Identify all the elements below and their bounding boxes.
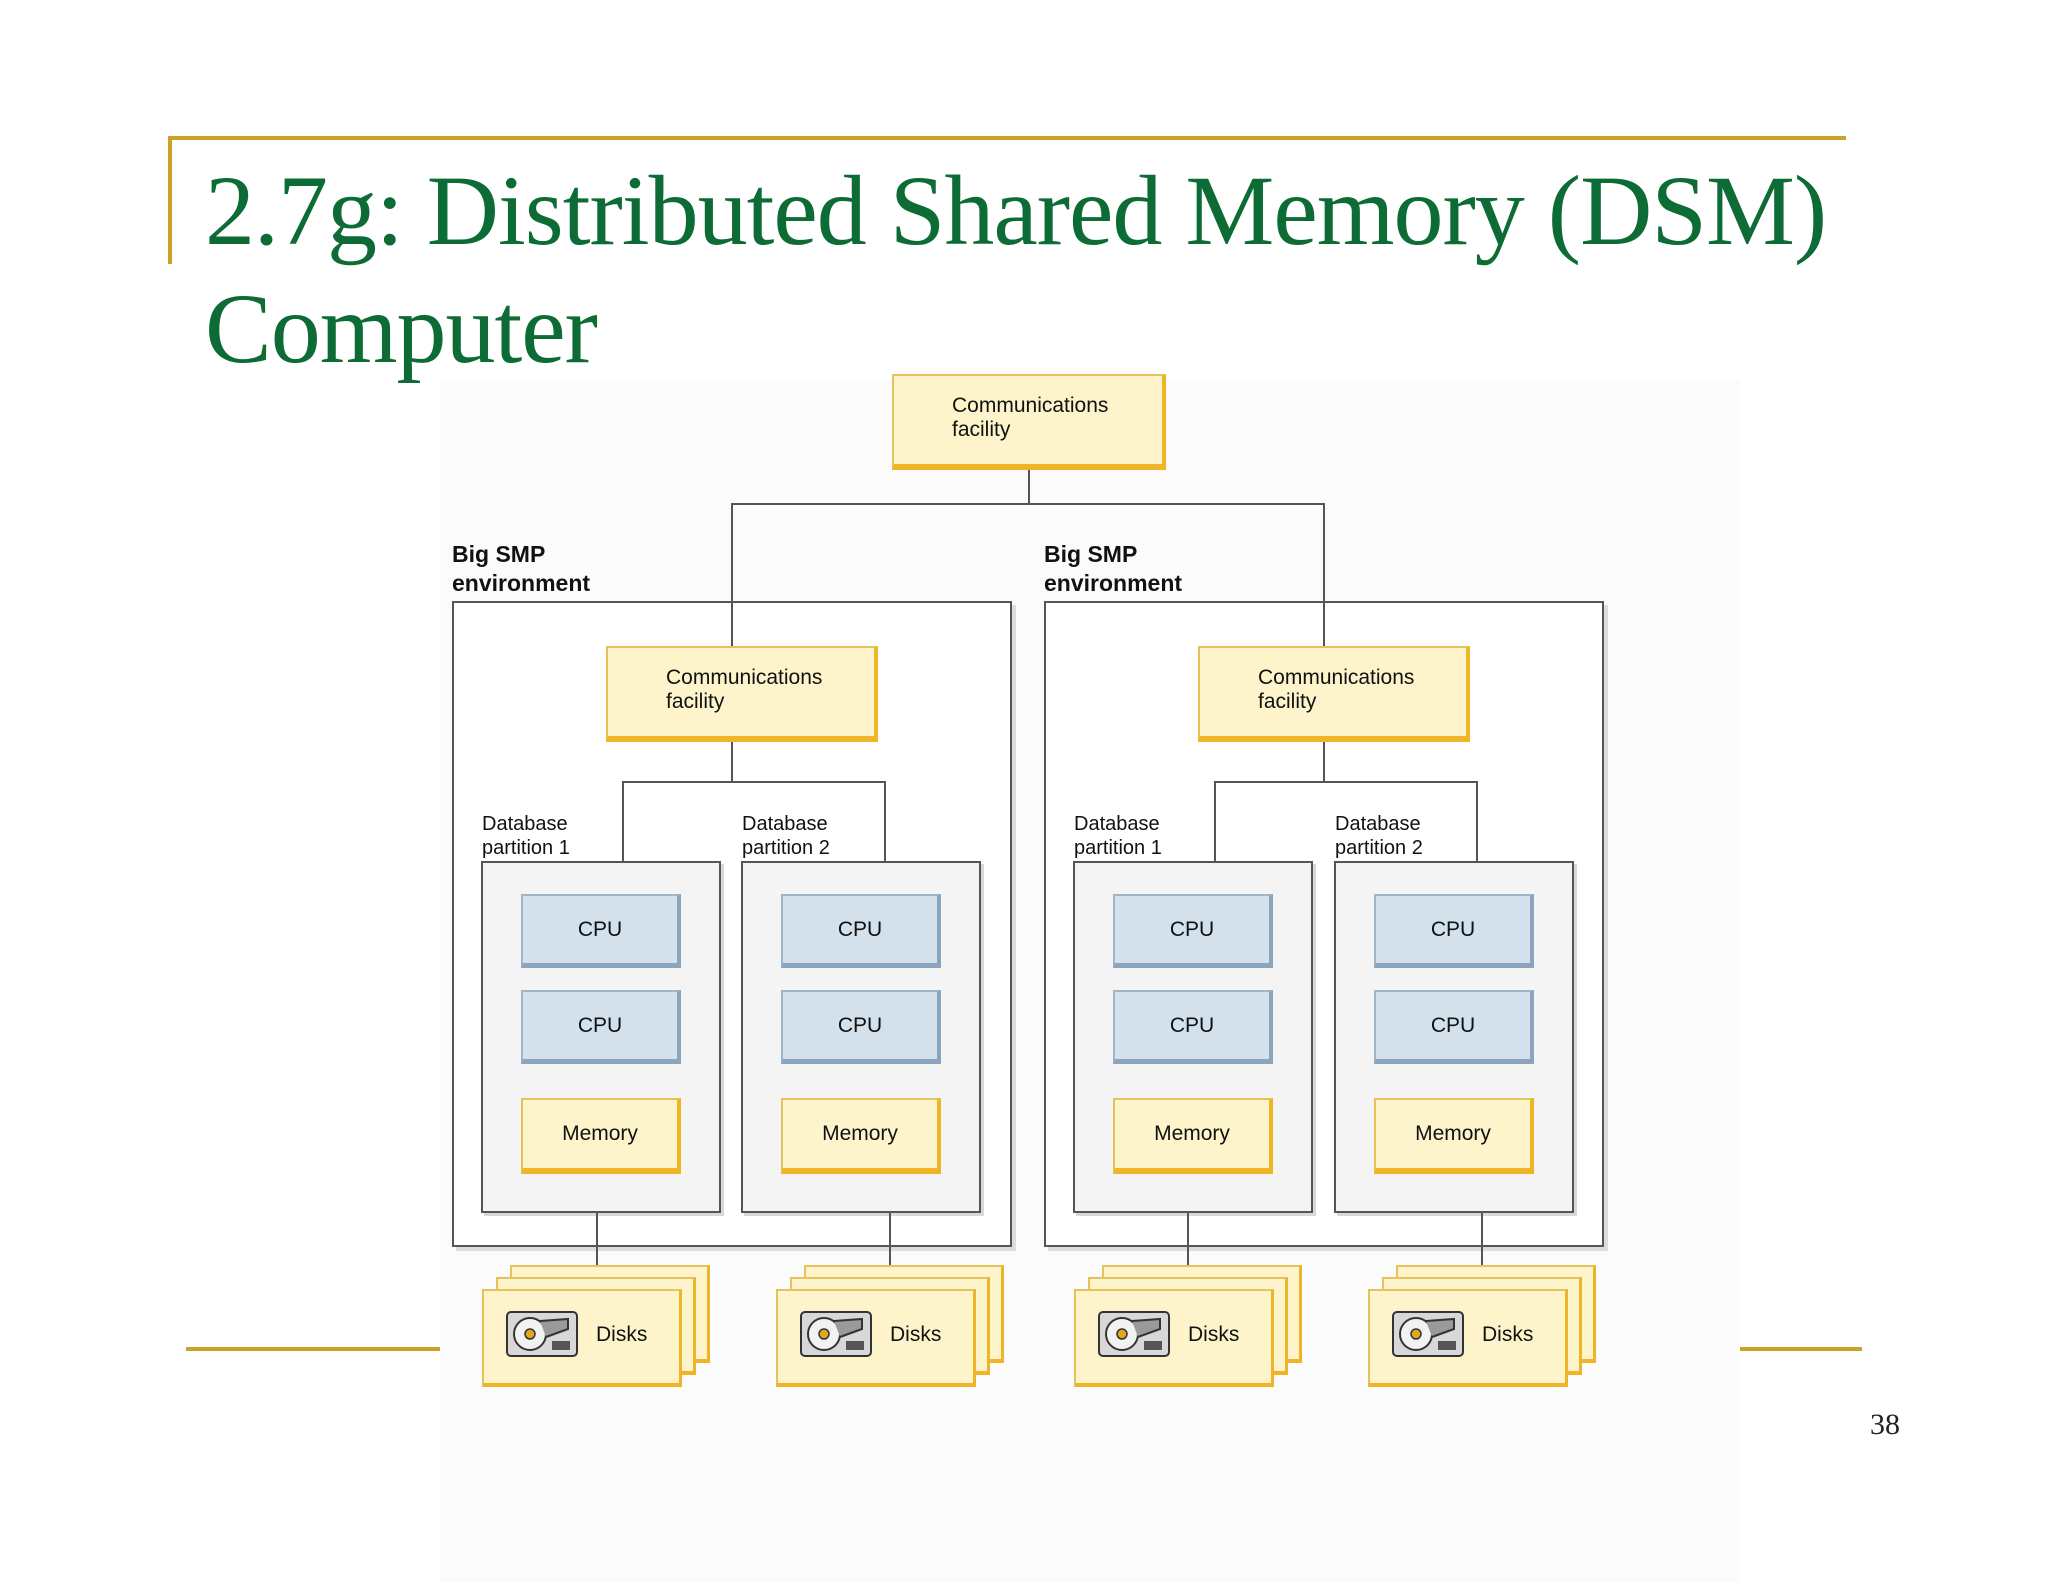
connector-line bbox=[596, 1213, 598, 1296]
memory-box: Memory bbox=[521, 1098, 681, 1174]
partition-label: Database partition 2 bbox=[742, 812, 830, 860]
env-label-line1: Big SMP bbox=[1044, 541, 1138, 567]
connector-line bbox=[1214, 781, 1478, 783]
comm-label-line1: Communications bbox=[952, 394, 1109, 417]
comm-label-line1: Communications bbox=[666, 666, 823, 689]
connector-line bbox=[1028, 470, 1030, 504]
env-label-line2: environment bbox=[452, 570, 591, 596]
hard-disk-icon bbox=[1392, 1311, 1464, 1357]
disk-card-front: Disks bbox=[1074, 1289, 1274, 1387]
partition-label-line1: Database bbox=[482, 813, 568, 835]
connector-line bbox=[622, 781, 624, 862]
disk-card-front: Disks bbox=[482, 1289, 682, 1387]
memory-box: Memory bbox=[781, 1098, 941, 1174]
hard-disk-icon bbox=[506, 1311, 578, 1357]
communications-facility: Communications facility bbox=[606, 646, 878, 742]
cpu-box: CPU bbox=[1113, 990, 1273, 1064]
connector-line bbox=[1476, 781, 1478, 862]
comm-label-line2: facility bbox=[952, 418, 1011, 441]
title-left-rule bbox=[168, 136, 172, 264]
cpu-box: CPU bbox=[521, 990, 681, 1064]
disk-stack: Disks bbox=[1074, 1265, 1306, 1389]
environment-label: Big SMP environment bbox=[1044, 540, 1182, 598]
connector-line bbox=[1481, 1213, 1483, 1296]
partition-label-line2: partition 2 bbox=[742, 837, 830, 859]
connector-line bbox=[1323, 742, 1325, 782]
cpu-box: CPU bbox=[1374, 894, 1534, 968]
disks-label: Disks bbox=[596, 1323, 648, 1346]
bottom-rule-left bbox=[186, 1347, 450, 1351]
page-number: 38 bbox=[1870, 1408, 1900, 1441]
partition-label: Database partition 1 bbox=[482, 812, 570, 860]
connector-line bbox=[731, 503, 733, 646]
hard-disk-icon bbox=[800, 1311, 872, 1357]
env-label-line1: Big SMP bbox=[452, 541, 546, 567]
comm-label-line2: facility bbox=[666, 690, 725, 713]
partition-label: Database partition 2 bbox=[1335, 812, 1423, 860]
disk-card-front: Disks bbox=[776, 1289, 976, 1387]
cpu-box: CPU bbox=[781, 894, 941, 968]
connector-line bbox=[622, 781, 886, 783]
slide-title: 2.7g: Distributed Shared Memory (DSM) Co… bbox=[205, 155, 1827, 384]
comm-label-line1: Communications bbox=[1258, 666, 1415, 689]
partition-label: Database partition 1 bbox=[1074, 812, 1162, 860]
disks-label: Disks bbox=[1188, 1323, 1240, 1346]
partition-label-line1: Database bbox=[1335, 813, 1421, 835]
disk-stack: Disks bbox=[482, 1265, 714, 1389]
env-label-line2: environment bbox=[1044, 570, 1183, 596]
top-communications-facility: Communications facility bbox=[892, 374, 1166, 470]
title-top-rule bbox=[168, 136, 1846, 140]
partition-label-line1: Database bbox=[1074, 813, 1160, 835]
connector-line bbox=[889, 1213, 891, 1296]
disk-card-front: Disks bbox=[1368, 1289, 1568, 1387]
partition-label-line1: Database bbox=[742, 813, 828, 835]
connector-line bbox=[1214, 781, 1216, 862]
cpu-box: CPU bbox=[781, 990, 941, 1064]
disk-stack: Disks bbox=[1368, 1265, 1600, 1389]
connector-line bbox=[1323, 503, 1325, 646]
cpu-box: CPU bbox=[1113, 894, 1273, 968]
partition-label-line2: partition 2 bbox=[1335, 837, 1423, 859]
cpu-box: CPU bbox=[1374, 990, 1534, 1064]
connector-line bbox=[731, 503, 1325, 505]
disks-label: Disks bbox=[890, 1323, 942, 1346]
hard-disk-icon bbox=[1098, 1311, 1170, 1357]
disks-label: Disks bbox=[1482, 1323, 1534, 1346]
disk-stack: Disks bbox=[776, 1265, 1008, 1389]
environment-label: Big SMP environment bbox=[452, 540, 590, 598]
partition-label-line2: partition 1 bbox=[1074, 837, 1162, 859]
connector-line bbox=[731, 742, 733, 782]
comm-label-line2: facility bbox=[1258, 690, 1317, 713]
memory-box: Memory bbox=[1374, 1098, 1534, 1174]
cpu-box: CPU bbox=[521, 894, 681, 968]
connector-line bbox=[884, 781, 886, 862]
connector-line bbox=[1187, 1213, 1189, 1296]
partition-label-line2: partition 1 bbox=[482, 837, 570, 859]
memory-box: Memory bbox=[1113, 1098, 1273, 1174]
communications-facility: Communications facility bbox=[1198, 646, 1470, 742]
